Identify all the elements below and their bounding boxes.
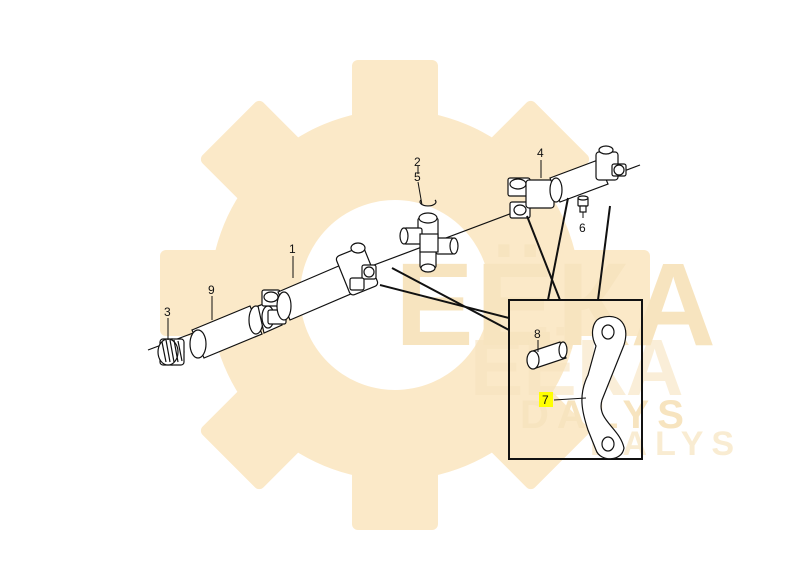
- callout-9: 9: [208, 283, 215, 297]
- callout-5: 5: [414, 170, 421, 184]
- callouts: [167, 160, 587, 401]
- detail-inset-frame: [508, 299, 643, 460]
- circlip-part: [419, 199, 437, 207]
- rear-joint-part: [507, 145, 627, 219]
- callout-8: 8: [534, 327, 541, 341]
- strap-part: [581, 316, 627, 460]
- drive-tube-part: [276, 242, 379, 321]
- cross-spider-part: [399, 212, 459, 273]
- callout-7-highlight: [539, 392, 553, 407]
- watermark-main-text-echo: ЕЁКА: [470, 323, 683, 412]
- end-cap-part: [157, 338, 185, 366]
- watermark-logo: ЕЁКА ЕЁКА DALYS DALYS: [160, 60, 734, 530]
- slip-yoke-part: [189, 299, 283, 359]
- callout-6: 6: [579, 221, 586, 235]
- callout-2: 2: [414, 155, 421, 169]
- inset-pointer-lines: [379, 197, 611, 331]
- grease-nipple-part: [577, 195, 589, 213]
- bolt-part: [526, 341, 568, 370]
- callout-3: 3: [164, 305, 171, 319]
- callout-7: 7: [542, 393, 549, 407]
- callout-1: 1: [289, 242, 296, 256]
- driveshaft-assembly: [147, 145, 643, 460]
- callout-4: 4: [537, 146, 544, 160]
